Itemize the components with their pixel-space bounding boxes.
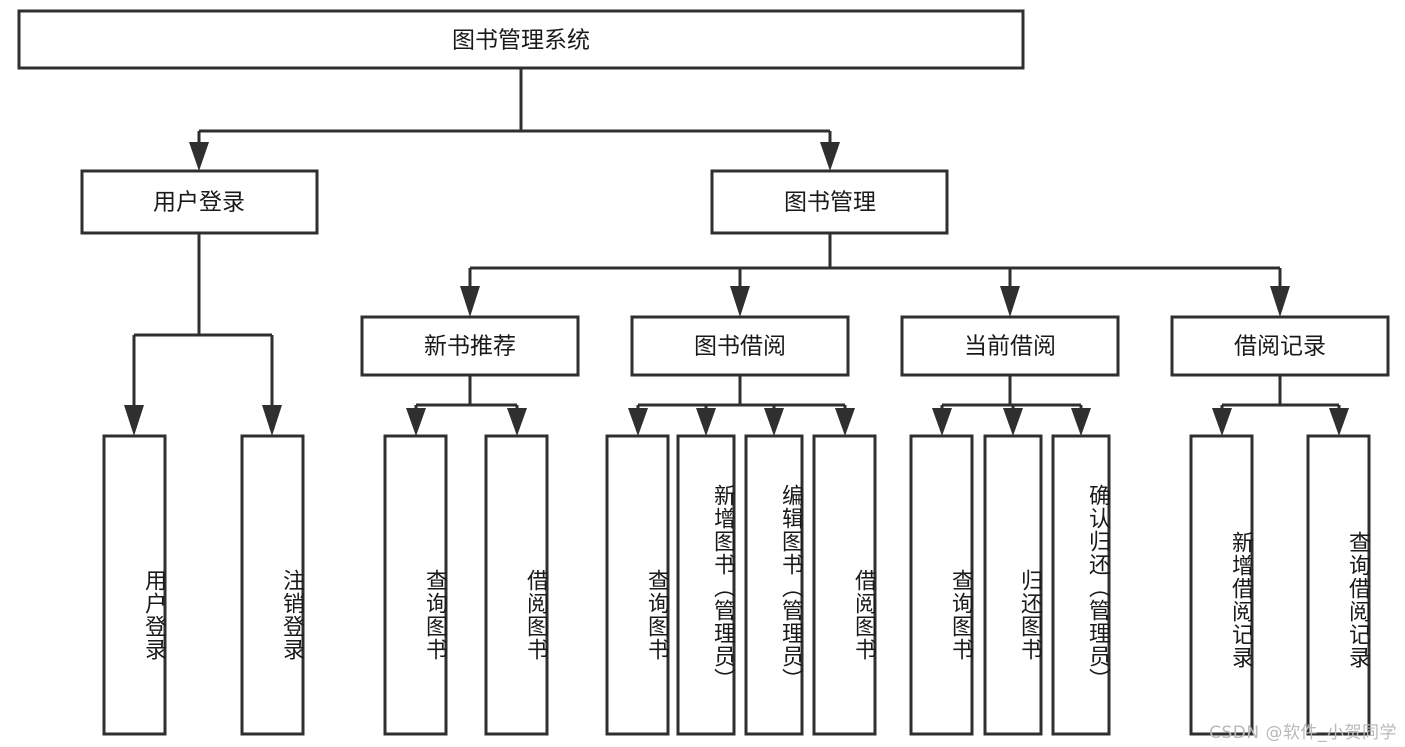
connector-group-current-borrow <box>932 375 1091 436</box>
connector-group-user-login <box>124 233 282 436</box>
node-root-box[interactable] <box>17 9 1025 70</box>
node-current-borrow-label: 当前借阅 <box>964 334 1056 360</box>
arrow-head-leaf-edit-book <box>764 408 784 436</box>
node-leaf-query-book-2-box[interactable] <box>605 434 670 736</box>
node-current-borrow[interactable]: 当前借阅 <box>900 315 1120 377</box>
node-borrow-record-box[interactable] <box>1170 315 1390 377</box>
node-book-admin-label: 图书管理 <box>784 190 876 216</box>
arrow-head-leaf-add-book <box>696 408 716 436</box>
node-leaf-user-login-box[interactable] <box>102 434 167 736</box>
node-new-book-recommend-label: 新书推荐 <box>424 334 516 360</box>
node-new-book-recommend[interactable]: 新书推荐 <box>360 315 580 377</box>
connector-group-book-borrow <box>628 375 855 436</box>
node-user-login-box[interactable] <box>80 169 319 235</box>
arrow-head-leaf-add-borrow-record <box>1212 408 1232 436</box>
arrow-head-leaf-query-book-2 <box>628 408 648 436</box>
node-book-borrow-box[interactable] <box>630 315 850 377</box>
arrow-head-borrow-record <box>1270 286 1290 317</box>
connector-group-borrow-record <box>1212 375 1349 436</box>
node-leaf-query-book-1-box[interactable] <box>383 434 448 736</box>
node-leaf-confirm-return-box[interactable] <box>1051 434 1111 736</box>
node-book-borrow-label: 图书借阅 <box>694 334 786 360</box>
node-leaf-user-logout-box[interactable] <box>240 434 305 736</box>
node-leaf-add-borrow-record-box[interactable] <box>1189 434 1254 736</box>
connector-group-book-admin <box>460 233 1290 317</box>
arrow-head-leaf-borrow-book-1 <box>507 408 527 436</box>
node-current-borrow-box[interactable] <box>900 315 1120 377</box>
leaf-boxes <box>102 434 1371 736</box>
node-book-admin[interactable]: 图书管理 <box>710 169 949 235</box>
arrow-head-current-borrow <box>1000 286 1020 317</box>
node-root-label: 图书管理系统 <box>452 28 590 54</box>
node-leaf-borrow-book-1-box[interactable] <box>484 434 549 736</box>
node-leaf-return-book-box[interactable] <box>983 434 1043 736</box>
arrow-head-leaf-return-book <box>1003 408 1023 436</box>
connector-group-new-book-recommend <box>406 375 527 436</box>
node-leaf-query-book-3-box[interactable] <box>909 434 974 736</box>
node-user-login-label: 用户登录 <box>153 190 245 216</box>
arrow-head-leaf-borrow-book-2 <box>835 408 855 436</box>
arrow-head-leaf-confirm-return <box>1071 408 1091 436</box>
arrow-head-leaf-query-book-3 <box>932 408 952 436</box>
arrow-head-user-login <box>189 142 209 171</box>
node-book-borrow[interactable]: 图书借阅 <box>630 315 850 377</box>
arrow-head-new-book-recommend <box>460 286 480 317</box>
arrow-head-book-admin <box>820 142 840 171</box>
node-user-login[interactable]: 用户登录 <box>80 169 319 235</box>
node-borrow-record[interactable]: 借阅记录 <box>1170 315 1390 377</box>
node-new-book-recommend-box[interactable] <box>360 315 580 377</box>
node-leaf-add-book-box[interactable] <box>676 434 736 736</box>
arrow-head-leaf-query-book-1 <box>406 408 426 436</box>
arrow-head-book-borrow <box>730 286 750 317</box>
node-leaf-edit-book-box[interactable] <box>744 434 804 736</box>
node-root[interactable]: 图书管理系统 <box>17 9 1025 70</box>
node-borrow-record-label: 借阅记录 <box>1234 334 1326 360</box>
csdn-watermark: CSDN @软件_小贺同学 <box>1209 723 1397 743</box>
connector-group-root <box>189 68 840 171</box>
arrow-head-leaf-user-login <box>124 405 144 436</box>
arrow-head-leaf-user-logout <box>262 405 282 436</box>
arrow-head-leaf-query-borrow-record <box>1329 408 1349 436</box>
node-leaf-query-borrow-record-box[interactable] <box>1306 434 1371 736</box>
node-leaf-borrow-book-2-box[interactable] <box>812 434 877 736</box>
node-book-admin-box[interactable] <box>710 169 949 235</box>
